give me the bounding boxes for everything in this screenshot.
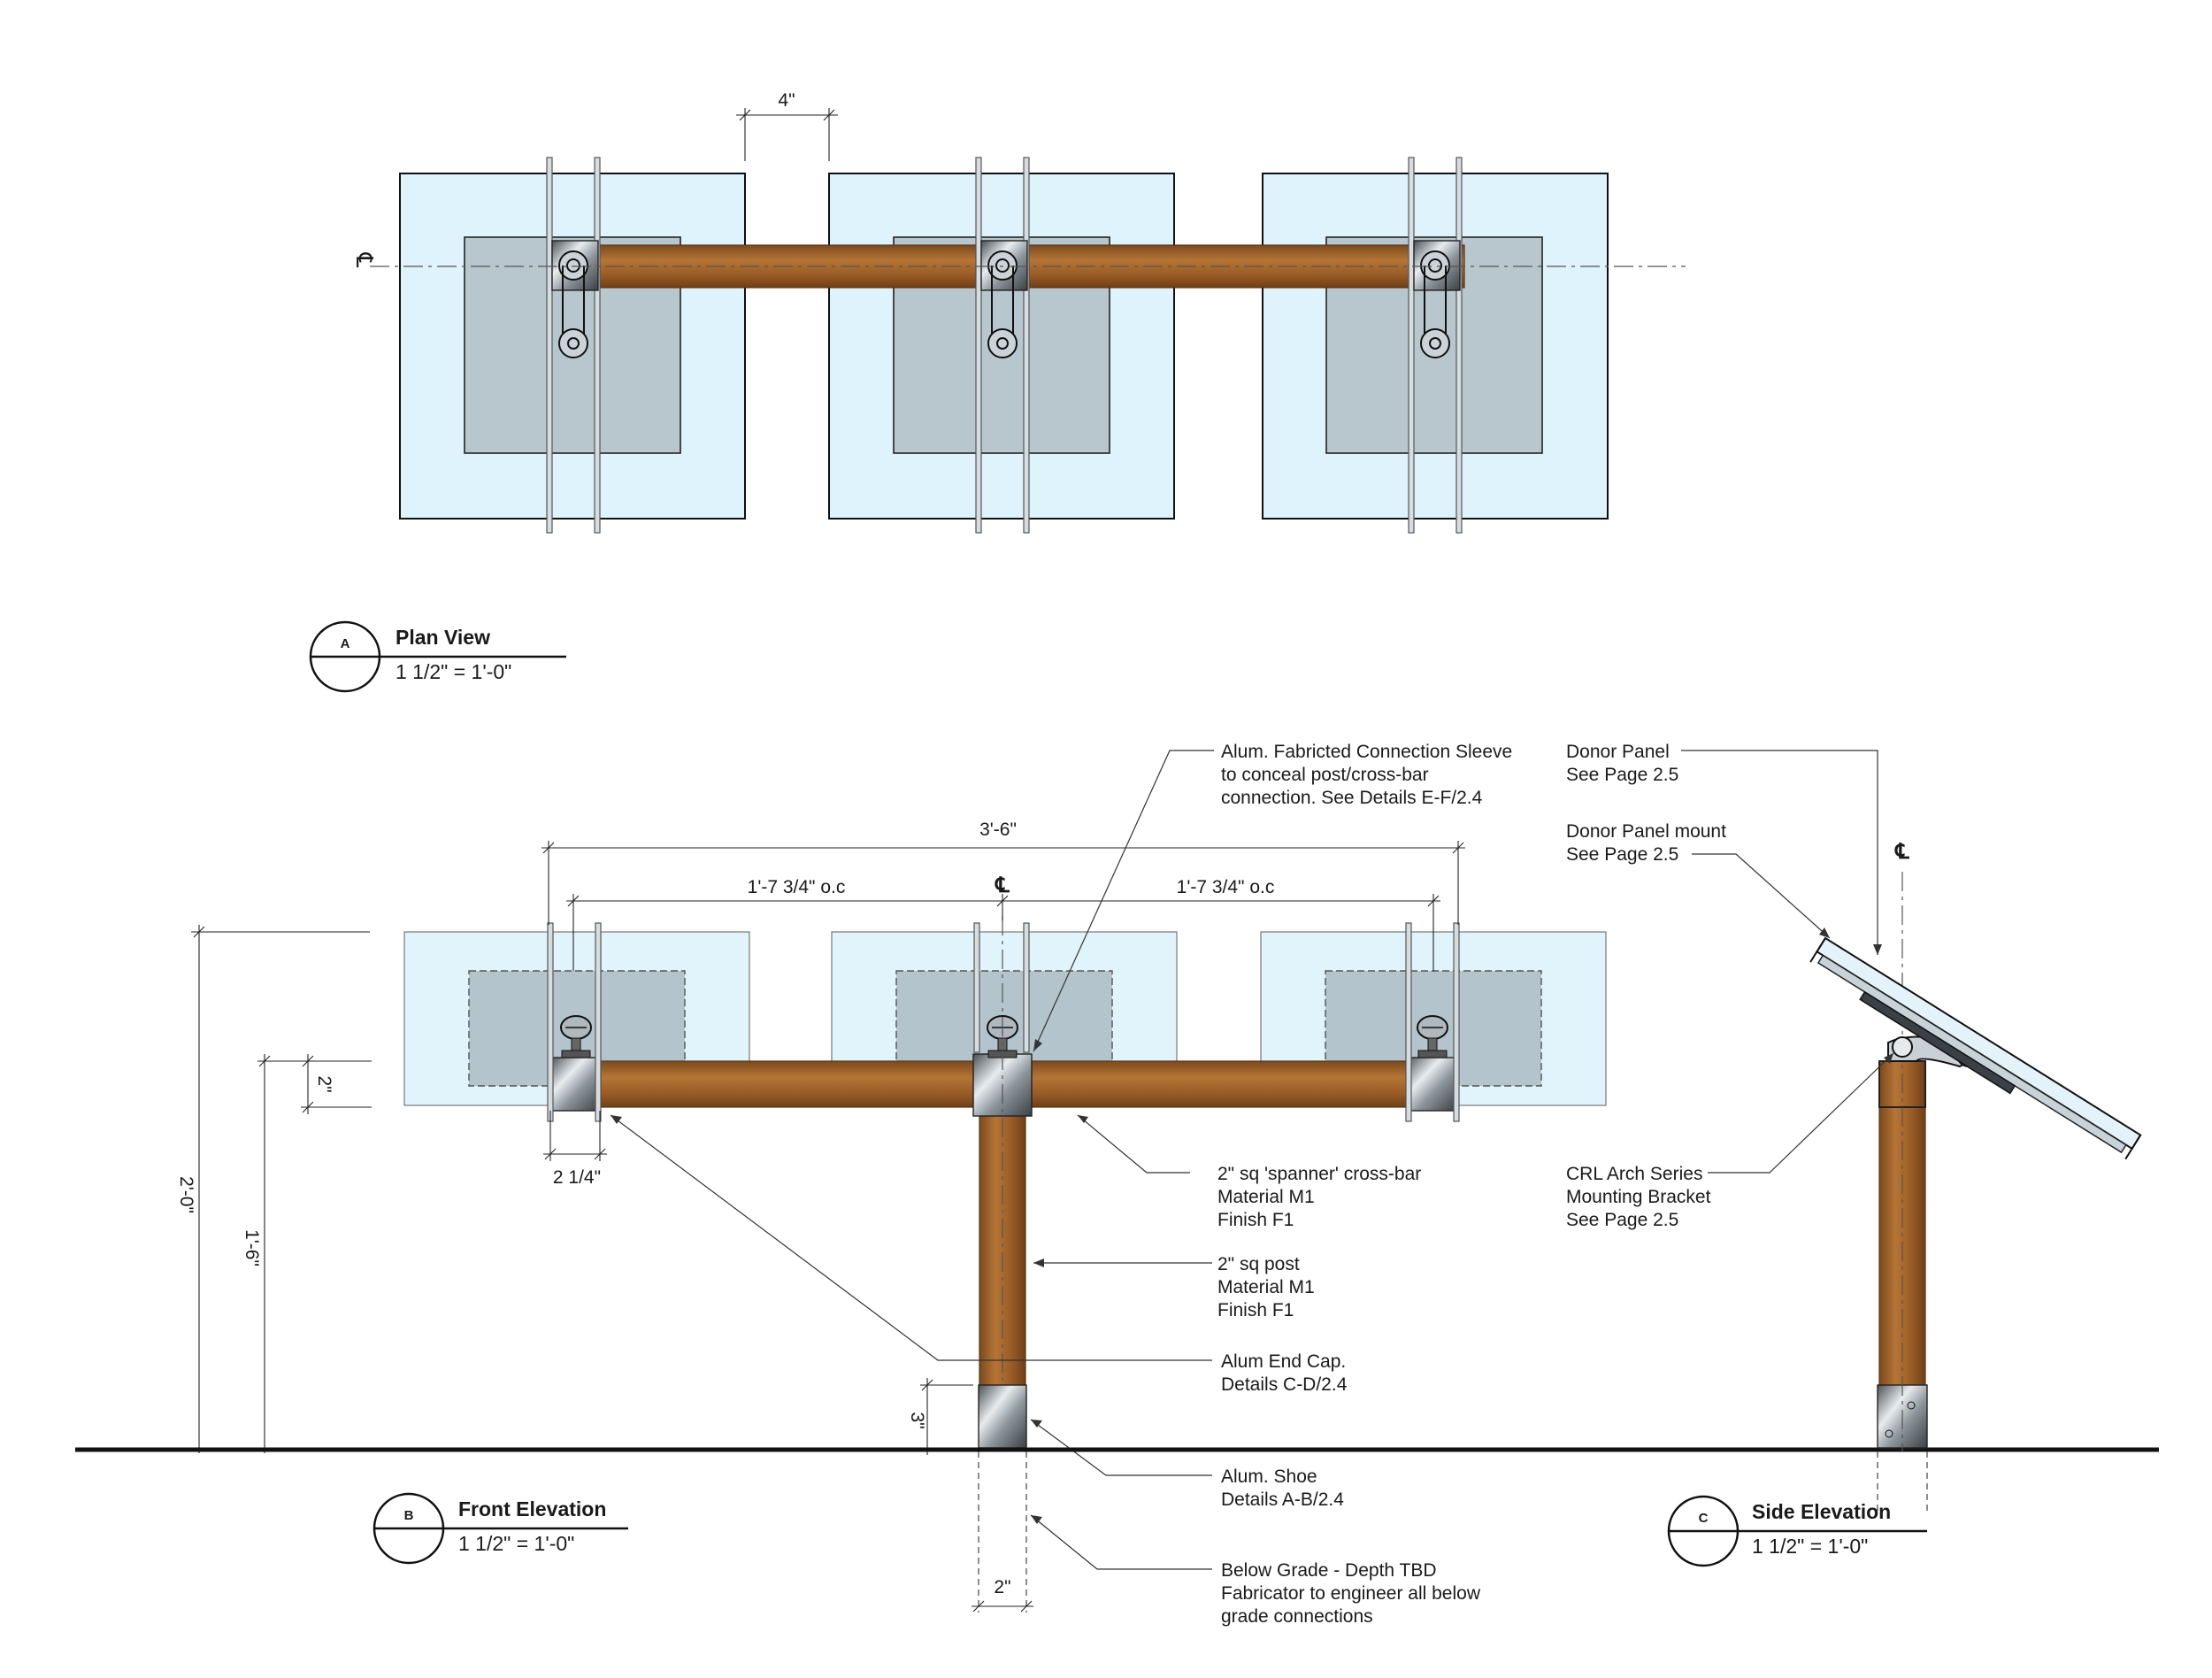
- svg-text:CRL Arch Series: CRL Arch Series: [1566, 1164, 1702, 1184]
- callout-connection-sleeve: Alum. Fabricted Connection Sleeve to con…: [1221, 742, 1512, 808]
- front-leaders: [610, 750, 1214, 1570]
- front-height-overall-label: 2'-0": [176, 1176, 196, 1213]
- svg-text:Alum End Cap.: Alum End Cap.: [1221, 1351, 1346, 1372]
- front-elevation-title-block: B Front Elevation 1 1/2" = 1'-0": [373, 1492, 628, 1565]
- front-end-cap-right: [1406, 1057, 1457, 1112]
- side-donor-panel: [1809, 936, 2142, 1160]
- front-end-cap-left: [549, 1057, 601, 1112]
- front-elevation-scale: 1 1/2" = 1'-0": [458, 1532, 574, 1555]
- plan-rails: [546, 157, 1463, 534]
- front-elevation-title: Front Elevation: [458, 1497, 606, 1520]
- svg-text:2" sq 'spanner' cross-bar: 2" sq 'spanner' cross-bar: [1217, 1164, 1421, 1184]
- callout-shoe: Alum. Shoe Details A-B/2.4: [1221, 1466, 1344, 1510]
- svg-text:Donor Panel mount: Donor Panel mount: [1566, 821, 1726, 842]
- side-elevation-scale: 1 1/2" = 1'-0": [1752, 1535, 1868, 1558]
- front-spacing-left-label: 1'-7 3/4" o.c: [748, 877, 846, 897]
- svg-text:Mounting Bracket: Mounting Bracket: [1566, 1187, 1711, 1207]
- side-elevation: ℄ C Side Eleva: [1667, 750, 2142, 1567]
- svg-text:Alum. Shoe: Alum. Shoe: [1221, 1466, 1317, 1487]
- front-shoe: [978, 1384, 1027, 1449]
- svg-text:Finish F1: Finish F1: [1217, 1300, 1294, 1320]
- plan-bracket-center: [980, 240, 1028, 358]
- svg-text:Material M1: Material M1: [1217, 1277, 1315, 1297]
- plan-gap-dimension: 4": [736, 90, 838, 161]
- front-spacing-right-label: 1'-7 3/4" o.c: [1177, 877, 1275, 897]
- svg-text:to conceal post/cross-bar: to conceal post/cross-bar: [1221, 765, 1429, 785]
- svg-text:See Page 2.5: See Page 2.5: [1566, 1210, 1678, 1230]
- front-height-bar-dimension: 1'-6": [242, 1054, 372, 1453]
- callout-cross-bar: 2" sq 'spanner' cross-bar Material M1 Fi…: [1217, 1164, 1421, 1230]
- plan-view-bubble-letter: A: [341, 636, 350, 651]
- side-elevation-bubble-letter: C: [1699, 1511, 1709, 1526]
- front-shoe-height-dimension: 3": [907, 1378, 973, 1455]
- callouts: Alum. Fabricted Connection Sleeve to con…: [1217, 742, 1726, 1627]
- plan-view-scale: 1 1/2" = 1'-0": [396, 660, 511, 683]
- svg-text:connection. See Details E-F/2.: connection. See Details E-F/2.4: [1221, 788, 1483, 808]
- side-leaders: [1681, 750, 1894, 1174]
- svg-text:Alum. Fabricted Connection Sle: Alum. Fabricted Connection Sleeve: [1221, 742, 1512, 762]
- front-bar-depth-dimension: 2": [301, 1054, 372, 1114]
- plan-bracket-right: [1413, 240, 1461, 358]
- svg-text:Details A-B/2.4: Details A-B/2.4: [1221, 1489, 1344, 1510]
- svg-text:Donor Panel: Donor Panel: [1566, 742, 1670, 762]
- side-centerline-mark: ℄: [1894, 840, 1909, 864]
- side-elevation-title: Side Elevation: [1752, 1500, 1891, 1523]
- svg-text:Details C-D/2.4: Details C-D/2.4: [1221, 1374, 1348, 1395]
- front-shoe-height-label: 3": [907, 1412, 927, 1428]
- side-elevation-title-block: C Side Elevation 1 1/2" = 1'-0": [1667, 1495, 1927, 1567]
- plan-view-title-block: A Plan View 1 1/2" = 1'-0": [309, 620, 566, 693]
- plan-gap-dim-label: 4": [778, 90, 795, 111]
- callout-crl-bracket: CRL Arch Series Mounting Bracket See Pag…: [1566, 1164, 1711, 1230]
- svg-text:Material M1: Material M1: [1217, 1187, 1315, 1207]
- front-sleeve-width-dimension: 2 1/4": [543, 1111, 607, 1188]
- svg-text:2" sq post: 2" sq post: [1217, 1254, 1300, 1274]
- front-elevation-bubble-letter: B: [404, 1508, 414, 1523]
- plan-view-title: Plan View: [396, 626, 490, 649]
- front-elevation: ℄ 3'-6" 1'-7 3/4" o.c 1'-7 3/4" o.c: [176, 750, 1607, 1613]
- svg-text:grade connections: grade connections: [1221, 1606, 1373, 1627]
- plan-centerline-mark: ℄: [351, 252, 378, 268]
- plan-view: ℄ 4" A Plan View 1 1/2" = 1'-0": [309, 90, 1686, 693]
- callout-below-grade: Below Grade - Depth TBD Fabricator to en…: [1221, 1560, 1481, 1627]
- callout-post: 2" sq post Material M1 Finish F1: [1217, 1254, 1315, 1320]
- callout-donor-panel: Donor Panel See Page 2.5: [1566, 742, 1678, 785]
- svg-text:See Page 2.5: See Page 2.5: [1566, 844, 1678, 865]
- front-centerline-mark: ℄: [995, 874, 1010, 897]
- svg-text:Finish F1: Finish F1: [1217, 1210, 1294, 1230]
- front-bar-depth-label: 2": [314, 1075, 334, 1092]
- plan-bracket-left: [551, 240, 599, 358]
- svg-text:See Page 2.5: See Page 2.5: [1566, 765, 1678, 785]
- callout-end-cap: Alum End Cap. Details C-D/2.4: [1221, 1351, 1348, 1395]
- front-post-width-label: 2": [994, 1577, 1010, 1597]
- front-sleeve-width-label: 2 1/4": [553, 1167, 601, 1188]
- svg-text:Fabricator to engineer all bel: Fabricator to engineer all below: [1221, 1583, 1481, 1604]
- callout-donor-panel-mount: Donor Panel mount See Page 2.5: [1566, 821, 1726, 865]
- front-height-overall-dimension: 2'-0": [176, 925, 370, 1453]
- svg-text:Below Grade - Depth TBD: Below Grade - Depth TBD: [1221, 1560, 1437, 1581]
- front-overall-dim-label: 3'-6": [979, 820, 1017, 840]
- front-spacing-dimension: 1'-7 3/4" o.c 1'-7 3/4" o.c: [566, 877, 1440, 971]
- front-post-width-dimension: 2": [972, 1577, 1033, 1613]
- front-overall-dimension: 3'-6": [541, 820, 1465, 925]
- front-height-bar-label: 1'-6": [242, 1229, 262, 1266]
